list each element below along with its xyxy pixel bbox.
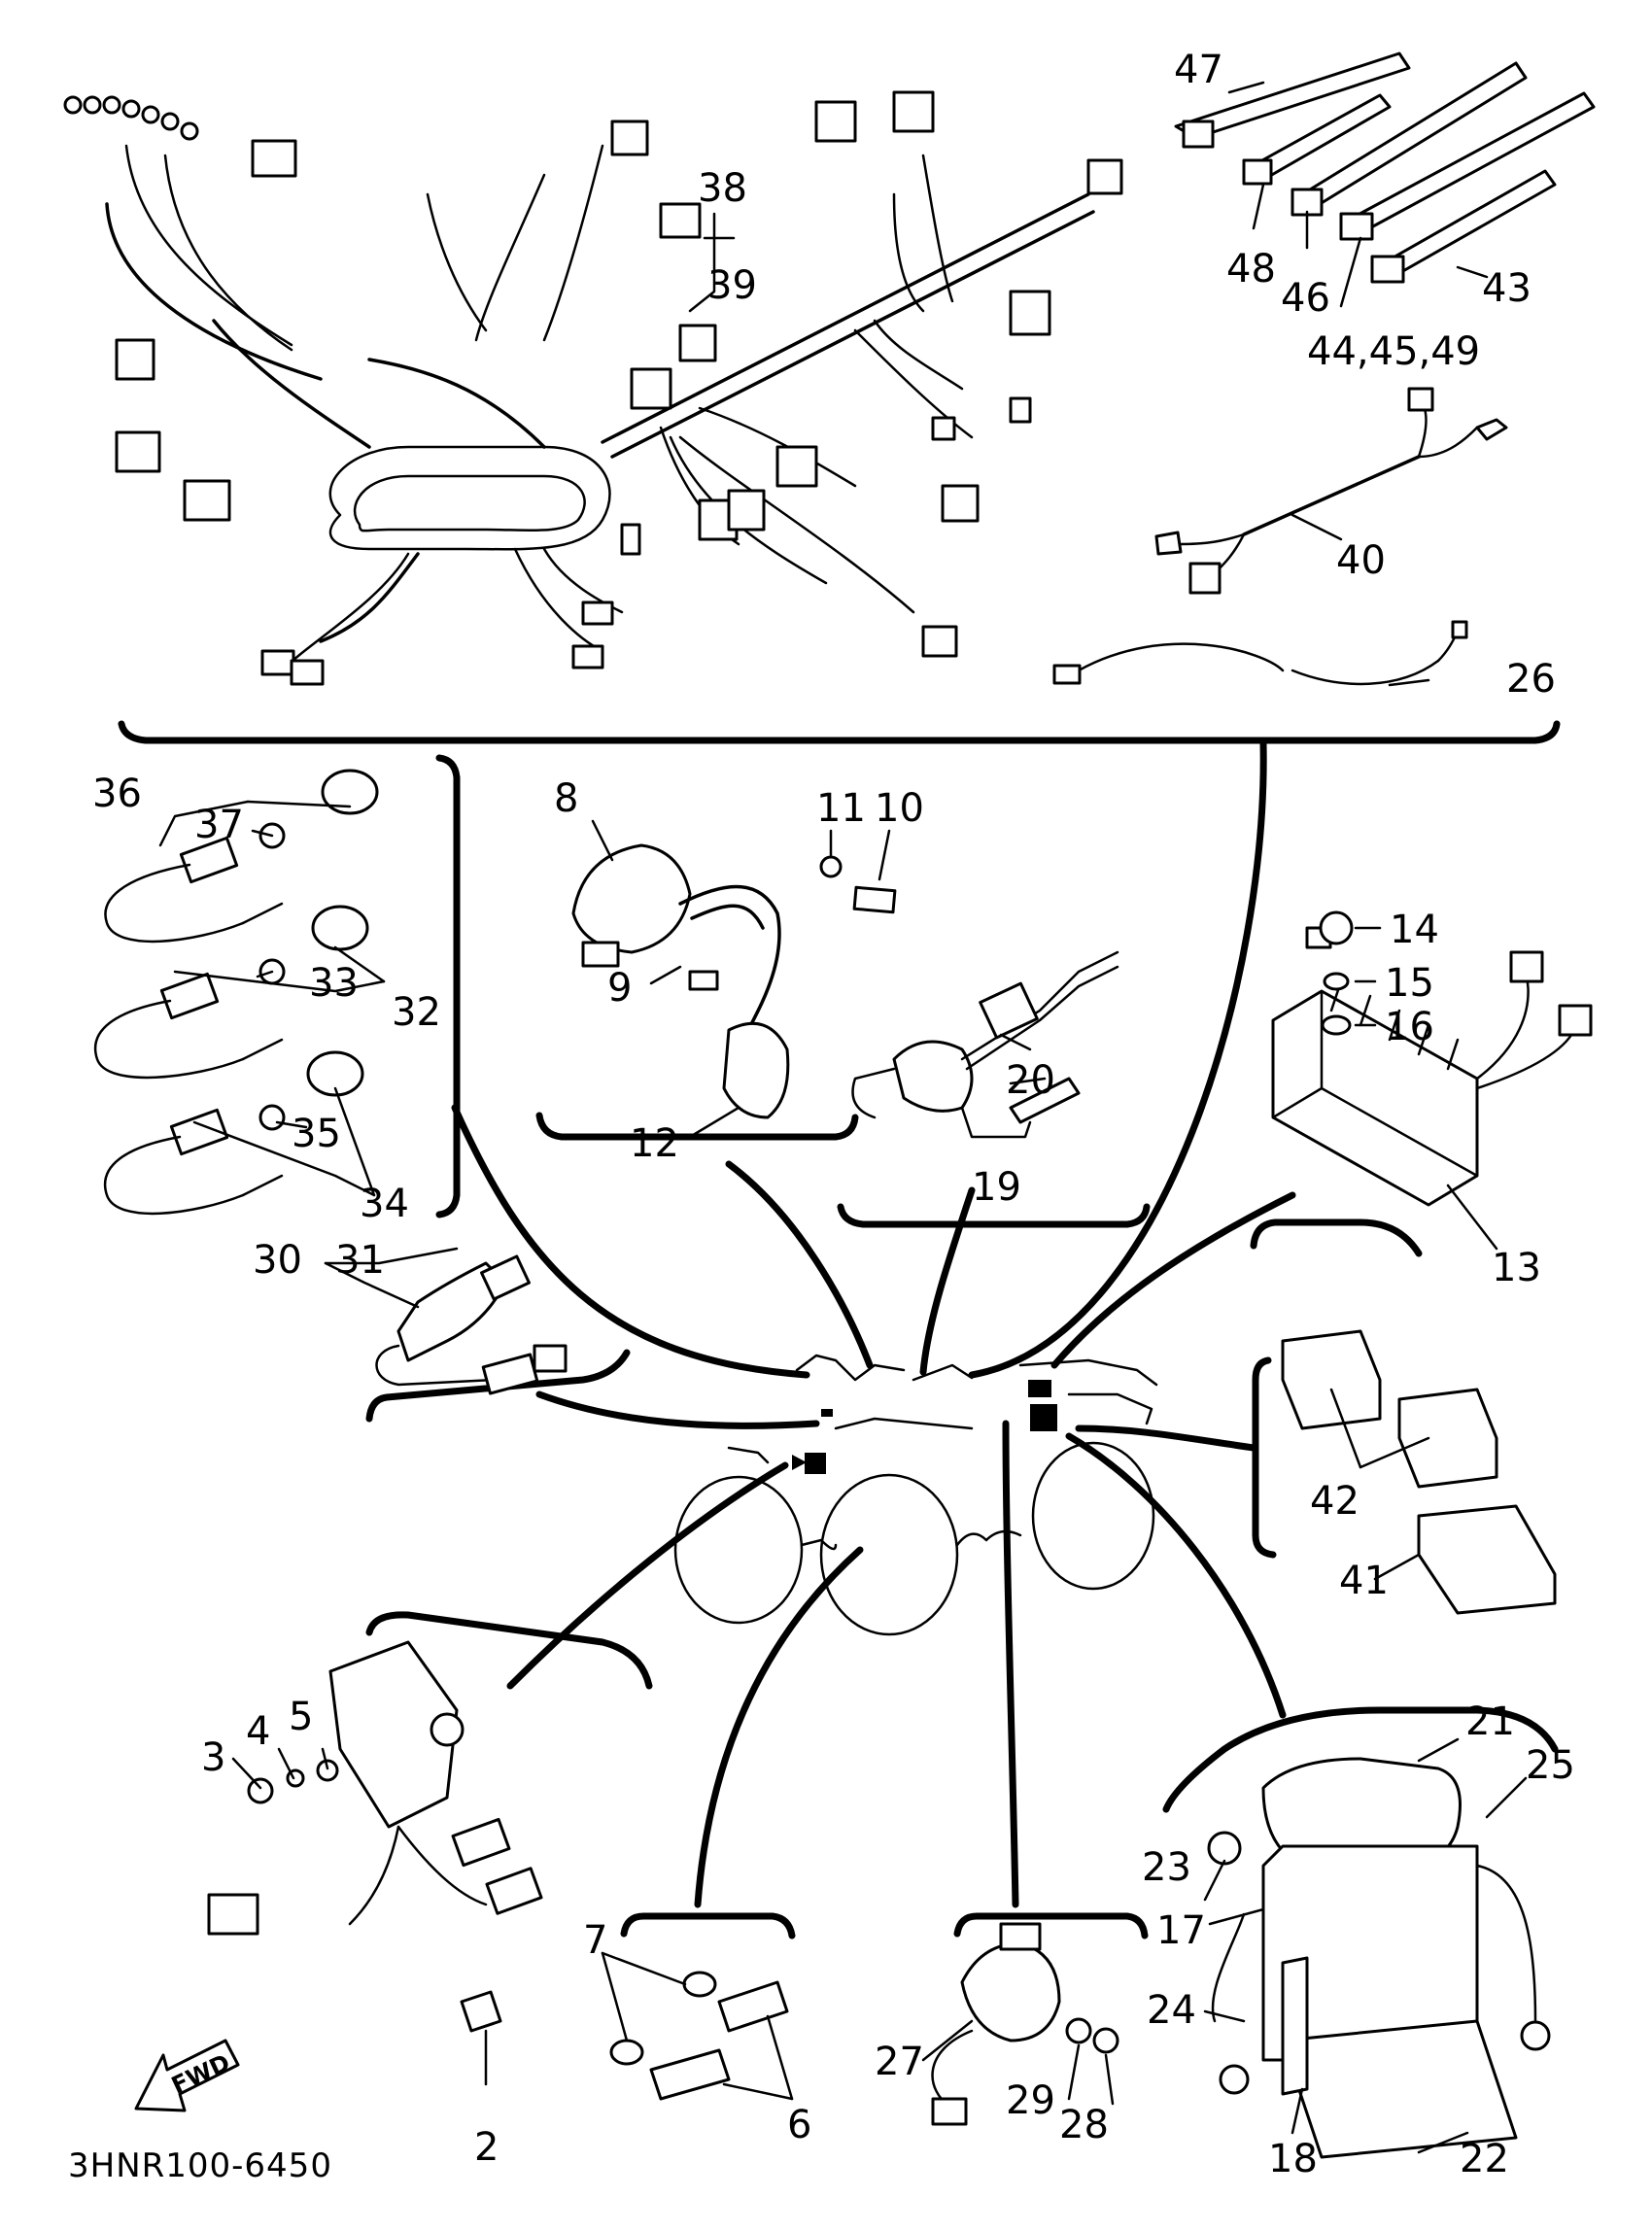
wire-harness bbox=[63, 90, 1123, 686]
callout-29: 29 bbox=[1006, 2078, 1055, 2123]
callout-27: 27 bbox=[875, 2040, 924, 2084]
callout-3: 3 bbox=[201, 1735, 225, 1780]
callout-48: 48 bbox=[1226, 247, 1276, 292]
callout-19: 19 bbox=[972, 1165, 1021, 1210]
callout-12: 12 bbox=[630, 1121, 679, 1166]
callout-13: 13 bbox=[1492, 1246, 1541, 1290]
callout-4: 4 bbox=[246, 1709, 270, 1754]
callout-17: 17 bbox=[1156, 1908, 1206, 1953]
leader-curves bbox=[451, 739, 1296, 1908]
callout-8: 8 bbox=[554, 776, 578, 821]
callout-38: 38 bbox=[698, 166, 747, 211]
callout-36: 36 bbox=[92, 772, 142, 816]
callout-32: 32 bbox=[392, 990, 441, 1035]
callout-37: 37 bbox=[194, 803, 244, 847]
callout-leaders bbox=[158, 81, 1528, 2154]
callout-16: 16 bbox=[1385, 1005, 1434, 1049]
starter-relay bbox=[931, 1922, 1119, 2126]
callout-47: 47 bbox=[1174, 48, 1223, 92]
relay-unit bbox=[207, 1640, 543, 2033]
callout-5: 5 bbox=[289, 1695, 313, 1739]
rectifier-regulator bbox=[1271, 910, 1593, 1207]
callout-40: 40 bbox=[1336, 538, 1386, 583]
callout-28: 28 bbox=[1059, 2103, 1109, 2147]
callout-labels: 2 3 4 5 6 7 8 9 10 11 12 13 14 15 16 17 … bbox=[92, 48, 1575, 2181]
callout-24: 24 bbox=[1147, 1988, 1196, 2033]
spark-plugs bbox=[609, 1971, 789, 2101]
ignition-coil bbox=[571, 843, 897, 1119]
group-brackets bbox=[118, 720, 1561, 1939]
callout-23: 23 bbox=[1142, 1845, 1191, 1890]
callout-44-45-49: 44,45,49 bbox=[1307, 329, 1480, 374]
callout-21: 21 bbox=[1465, 1699, 1515, 1744]
vehicle-outline bbox=[673, 1354, 1158, 1636]
sensor-switches bbox=[94, 769, 379, 1216]
callout-15: 15 bbox=[1385, 961, 1434, 1006]
callout-42: 42 bbox=[1310, 1479, 1359, 1524]
callout-41: 41 bbox=[1339, 1559, 1389, 1603]
callout-31: 31 bbox=[335, 1238, 385, 1283]
battery-assembly bbox=[1207, 1757, 1551, 2159]
fwd-arrow bbox=[134, 2039, 240, 2112]
callout-33: 33 bbox=[309, 961, 359, 1006]
callout-25: 25 bbox=[1526, 1743, 1575, 1788]
callout-7: 7 bbox=[583, 1918, 607, 1963]
switch-assembly bbox=[375, 1254, 568, 1395]
connector-assembly bbox=[851, 950, 1119, 1124]
callout-6: 6 bbox=[787, 2103, 811, 2147]
callout-10: 10 bbox=[875, 786, 924, 831]
callout-22: 22 bbox=[1460, 2137, 1509, 2181]
callout-30: 30 bbox=[253, 1238, 302, 1283]
sub-harness bbox=[1052, 387, 1508, 686]
callout-35: 35 bbox=[292, 1112, 341, 1156]
callout-20: 20 bbox=[1006, 1058, 1055, 1103]
callout-9: 9 bbox=[607, 966, 632, 1011]
callout-18: 18 bbox=[1268, 2137, 1318, 2181]
diagram-code: 3HNR100-6450 bbox=[68, 2146, 332, 2185]
callout-11: 11 bbox=[816, 786, 866, 831]
cable-ties bbox=[1174, 51, 1596, 284]
callout-26: 26 bbox=[1506, 657, 1556, 702]
callout-2: 2 bbox=[474, 2125, 499, 2170]
callout-39: 39 bbox=[707, 263, 757, 308]
callout-14: 14 bbox=[1390, 908, 1439, 952]
callout-34: 34 bbox=[360, 1182, 409, 1226]
callout-43: 43 bbox=[1482, 266, 1532, 311]
callout-46: 46 bbox=[1281, 276, 1330, 321]
connector-covers bbox=[1281, 1329, 1557, 1615]
